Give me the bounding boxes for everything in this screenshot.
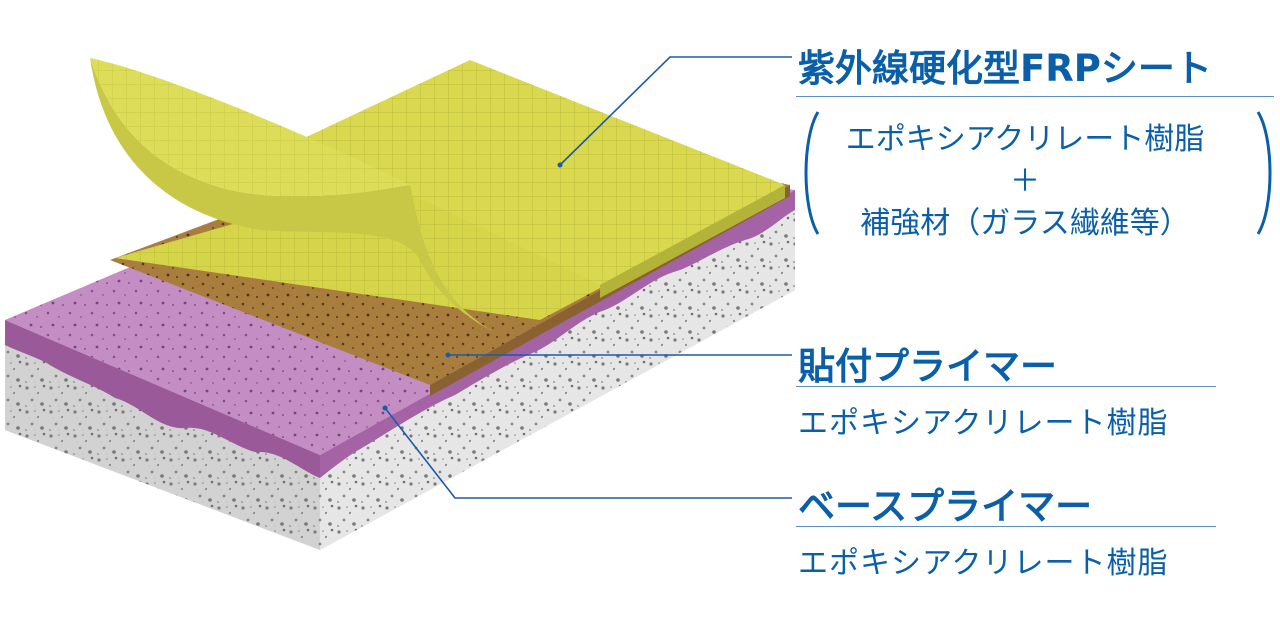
frp-composition-resin: エポキシアクリレート樹脂 — [845, 122, 1205, 157]
adhesive-primer-rule — [796, 386, 1216, 387]
left-paren-icon — [804, 111, 820, 235]
frp-sheet-rule — [796, 96, 1274, 97]
layer-illustration — [5, 56, 795, 550]
frp-composition-reinforcement: 補強材（ガラス繊維等） — [860, 206, 1190, 241]
leader-line-base — [384, 407, 792, 499]
base-primer-composition: エポキシアクリレート樹脂 — [798, 546, 1169, 581]
leader-dots — [382, 162, 563, 411]
base-primer-rule — [796, 526, 1216, 527]
substrate-block — [5, 205, 795, 550]
leader-lines — [384, 56, 792, 499]
frp-sheet-layer — [90, 58, 785, 335]
frp-composition-plus: ＋ — [1010, 164, 1040, 199]
base-primer-title: ベースプライマー — [798, 485, 1093, 528]
leader-line-frp — [559, 56, 792, 166]
adhesive-primer-title: 貼付プライマー — [798, 345, 1057, 388]
right-paren-icon — [1256, 111, 1272, 235]
adhesive-primer-composition: エポキシアクリレート樹脂 — [798, 406, 1169, 441]
frp-sheet-title: 紫外線硬化型FRPシート — [798, 47, 1212, 90]
